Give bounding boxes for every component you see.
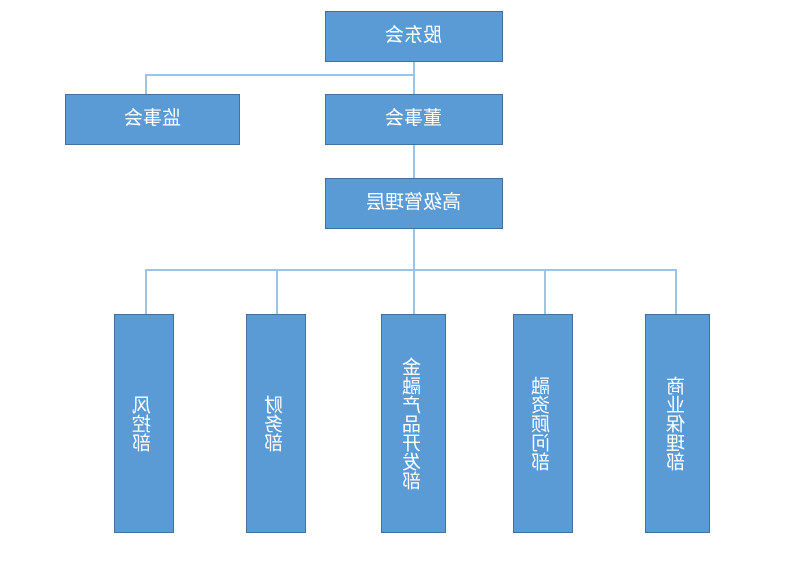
node-label-finance: 财务部	[265, 395, 287, 452]
node-board-of-directors[interactable]: 董事会	[325, 94, 503, 145]
connector-down-to-finance	[276, 269, 278, 315]
node-finance-dept[interactable]: 财务部	[246, 314, 306, 533]
node-label-directors: 董事会	[385, 108, 443, 130]
connector-directors-to-management	[413, 145, 415, 179]
connector-departments-bus	[145, 269, 676, 271]
connector-down-to-advisory	[544, 269, 546, 315]
node-label-advisory: 融资顾问部	[532, 376, 554, 471]
node-risk-control-dept[interactable]: 风控部	[114, 314, 174, 533]
node-label-factoring: 商业保理部	[666, 376, 688, 471]
connector-management-down	[413, 229, 415, 315]
node-financing-advisory-dept[interactable]: 融资顾问部	[513, 314, 573, 533]
node-shareholders-meeting[interactable]: 股东会	[325, 11, 503, 62]
node-commercial-factoring-dept[interactable]: 商业保理部	[645, 314, 710, 533]
connector-shareholders-down	[413, 62, 415, 76]
connector-down-to-directors	[413, 74, 415, 95]
node-financial-product-development-dept[interactable]: 金融产品开发部	[381, 314, 446, 533]
node-senior-management[interactable]: 高级管理层	[325, 178, 503, 229]
node-label-risk: 风控部	[133, 395, 155, 452]
node-label-shareholders: 股东会	[385, 25, 443, 47]
connector-down-to-factoring	[675, 269, 677, 315]
connector-level1-bus	[145, 74, 415, 76]
node-label-supervisors: 监事会	[123, 108, 181, 130]
node-label-product: 金融产品开发部	[402, 357, 424, 490]
connector-down-to-supervisors	[145, 74, 147, 95]
node-label-management: 高级管理层	[366, 192, 462, 214]
node-board-of-supervisors[interactable]: 监事会	[65, 94, 240, 145]
connector-down-to-risk	[145, 269, 147, 315]
